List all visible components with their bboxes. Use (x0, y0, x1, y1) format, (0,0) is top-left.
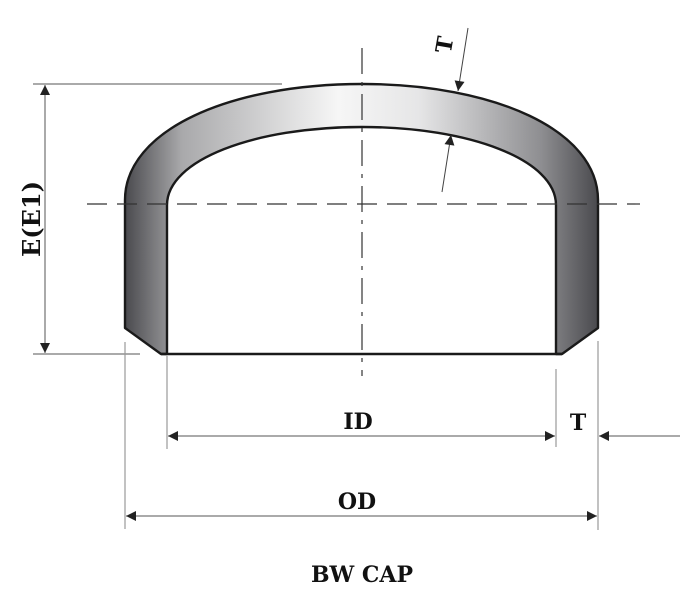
od-label: OD (338, 489, 376, 515)
diagram-title: BW CAP (311, 562, 413, 588)
top-thickness-leader-outer (454, 27, 469, 92)
top-thickness-leader-inner (441, 134, 455, 193)
height-label: E(E1) (17, 181, 46, 257)
id-label: ID (343, 409, 372, 435)
cap-wall (123, 82, 600, 356)
side-thickness-label: T (570, 410, 587, 436)
top-thickness-label: T (431, 34, 460, 55)
